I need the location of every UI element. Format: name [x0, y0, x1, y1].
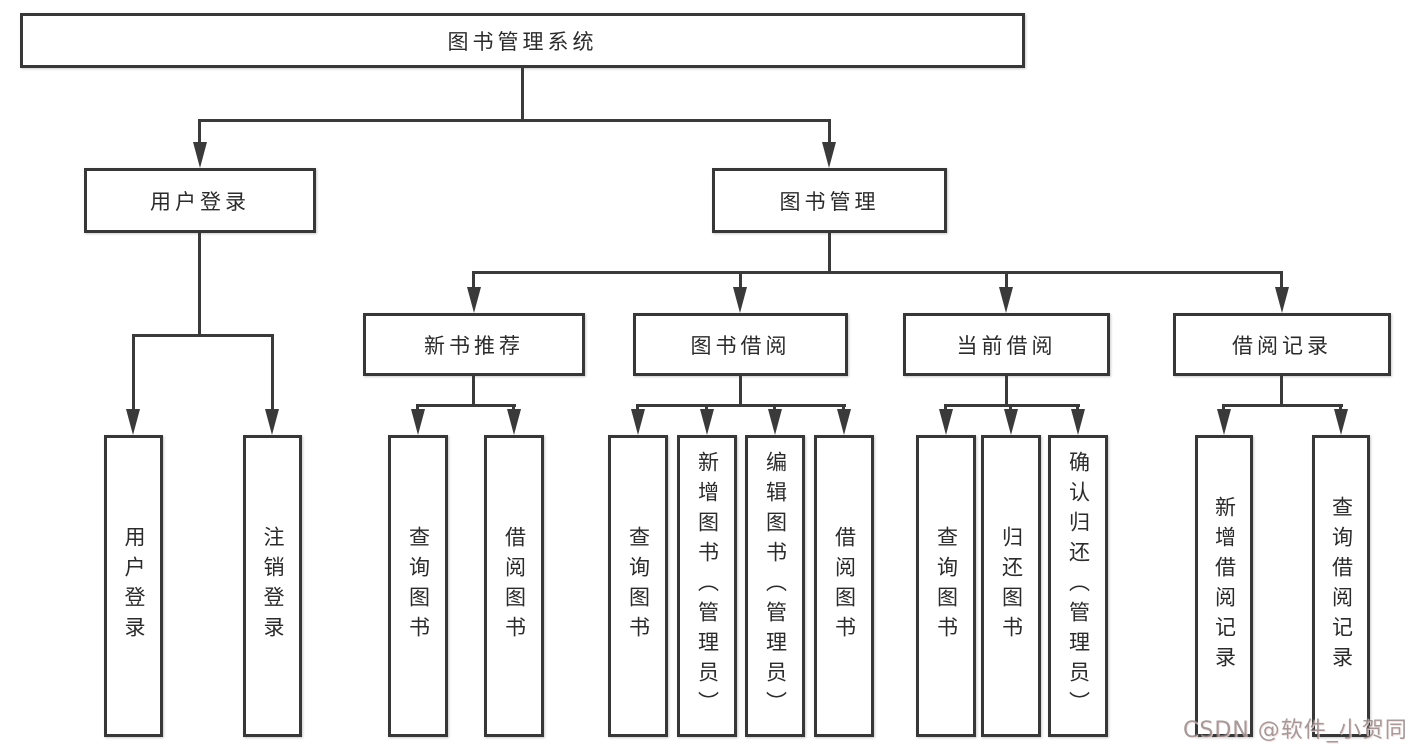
connector-line: [199, 119, 831, 122]
leaf-label: 新增图书（管理员）: [695, 451, 720, 721]
node-label: 新书推荐: [424, 333, 524, 358]
connector-line: [828, 119, 831, 144]
csdn-watermark: CSDN @软件_小贺同学: [1183, 718, 1405, 743]
arrow-down-icon: [265, 409, 279, 435]
leaf-user-login: 用户登录: [104, 435, 163, 737]
connector-line: [512, 404, 515, 412]
node-borrow-records: 借阅记录: [1173, 313, 1391, 376]
arrow-down-icon: [700, 409, 714, 435]
node-system-root: 图书管理系统: [20, 13, 1025, 68]
node-new-book-recommend: 新书推荐: [363, 313, 585, 376]
connector-line: [739, 271, 742, 290]
connector-line: [773, 404, 776, 412]
arrow-down-icon: [507, 409, 521, 435]
arrow-down-icon: [733, 287, 747, 313]
leaf-borrow-books: 借阅图书: [814, 435, 874, 737]
node-label: 借阅记录: [1232, 333, 1332, 358]
leaf-label: 用户登录: [122, 526, 146, 646]
connector-line: [1222, 404, 1343, 407]
leaf-confirm-return-admin: 确认归还（管理员）: [1048, 435, 1108, 737]
leaf-label: 借阅图书: [832, 526, 857, 646]
connector-line: [1280, 271, 1283, 290]
leaf-edit-books-admin: 编辑图书（管理员）: [745, 435, 805, 737]
node-book-borrow: 图书借阅: [633, 313, 848, 376]
leaf-label: 借阅图书: [502, 526, 527, 646]
node-label: 用户登录: [150, 189, 250, 214]
connector-line: [198, 119, 201, 144]
leaf-label: 查询图书: [626, 526, 651, 646]
connector-line: [842, 404, 845, 412]
leaf-label: 新增借阅记录: [1212, 496, 1237, 676]
connector-line: [1339, 404, 1342, 412]
connector-line: [828, 233, 831, 273]
node-user-login: 用户登录: [84, 168, 316, 233]
leaf-borrow-books-recommend: 借阅图书: [484, 435, 544, 737]
node-label: 当前借阅: [956, 333, 1057, 358]
arrow-down-icon: [1071, 409, 1085, 435]
connector-line: [416, 404, 419, 412]
leaf-label: 编辑图书（管理员）: [763, 451, 788, 721]
arrow-down-icon: [1004, 409, 1018, 435]
leaf-query-borrow-record: 查询借阅记录: [1312, 435, 1370, 737]
leaf-label: 查询借阅记录: [1329, 496, 1354, 676]
node-label: 图书借阅: [690, 333, 791, 358]
connector-line: [1222, 404, 1225, 412]
connector-line: [132, 334, 135, 412]
connector-line: [132, 334, 274, 337]
connector-line: [1005, 376, 1008, 405]
leaf-label: 查询图书: [934, 526, 959, 646]
arrow-down-icon: [822, 142, 836, 168]
node-current-borrow: 当前借阅: [903, 313, 1110, 376]
arrow-down-icon: [631, 409, 645, 435]
connector-line: [636, 404, 846, 407]
connector-line: [198, 233, 201, 335]
connector-line: [739, 376, 742, 405]
connector-line: [636, 404, 639, 412]
leaf-query-books-recommend: 查询图书: [388, 435, 448, 737]
arrow-down-icon: [1334, 409, 1348, 435]
arrow-down-icon: [411, 409, 425, 435]
connector-line: [1009, 404, 1012, 412]
connector-line: [472, 376, 475, 405]
arrow-down-icon: [467, 287, 481, 313]
leaf-label: 确认归还（管理员）: [1066, 451, 1091, 721]
leaf-label: 注销登录: [261, 526, 285, 646]
leaf-add-borrow-record: 新增借阅记录: [1195, 435, 1253, 737]
leaf-return-books: 归还图书: [981, 435, 1041, 737]
arrow-down-icon: [999, 287, 1013, 313]
connector-line: [416, 404, 516, 407]
leaf-label: 查询图书: [406, 526, 431, 646]
leaf-logout: 注销登录: [243, 435, 302, 737]
arrow-down-icon: [768, 409, 782, 435]
connector-line: [1005, 271, 1008, 290]
node-label: 图书管理: [779, 189, 880, 214]
connector-line: [944, 404, 1080, 407]
connector-line: [472, 271, 1282, 274]
connector-line: [1076, 404, 1079, 412]
connector-line: [1280, 376, 1283, 405]
arrow-down-icon: [1217, 409, 1231, 435]
arrow-down-icon: [1275, 287, 1289, 313]
arrow-down-icon: [126, 409, 140, 435]
connector-line: [472, 271, 475, 290]
node-book-management: 图书管理: [712, 168, 947, 233]
leaf-query-books-current: 查询图书: [916, 435, 976, 737]
arrow-down-icon: [837, 409, 851, 435]
connector-line: [271, 334, 274, 412]
leaf-query-books-borrow: 查询图书: [608, 435, 668, 737]
leaf-label: 归还图书: [999, 526, 1024, 646]
arrow-down-icon: [939, 409, 953, 435]
connector-line: [521, 68, 524, 120]
leaf-add-books-admin: 新增图书（管理员）: [677, 435, 737, 737]
arrow-down-icon: [193, 142, 207, 168]
node-label: 图书管理系统: [447, 29, 598, 54]
connector-line: [705, 404, 708, 412]
connector-line: [944, 404, 947, 412]
